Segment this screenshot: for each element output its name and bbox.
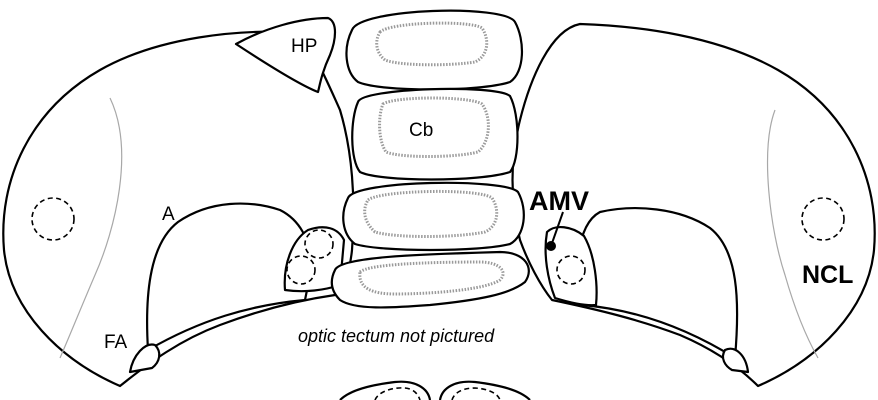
bottom-partial-shapes [340,382,530,400]
label-a: A [162,204,175,225]
label-hp: HP [291,36,317,57]
label-amv: AMV [529,186,589,216]
right-arcopallium-outline [578,208,737,358]
optic-tectum-note: optic tectum not pictured [298,326,495,346]
cerebellum-lobe-2 [352,89,517,180]
label-fa: FA [104,332,128,353]
bottom-left-shape [340,382,430,400]
label-cb: Cb [409,120,433,141]
cerebellum-stack: Cb [332,11,529,308]
label-ncl: NCL [802,261,853,289]
